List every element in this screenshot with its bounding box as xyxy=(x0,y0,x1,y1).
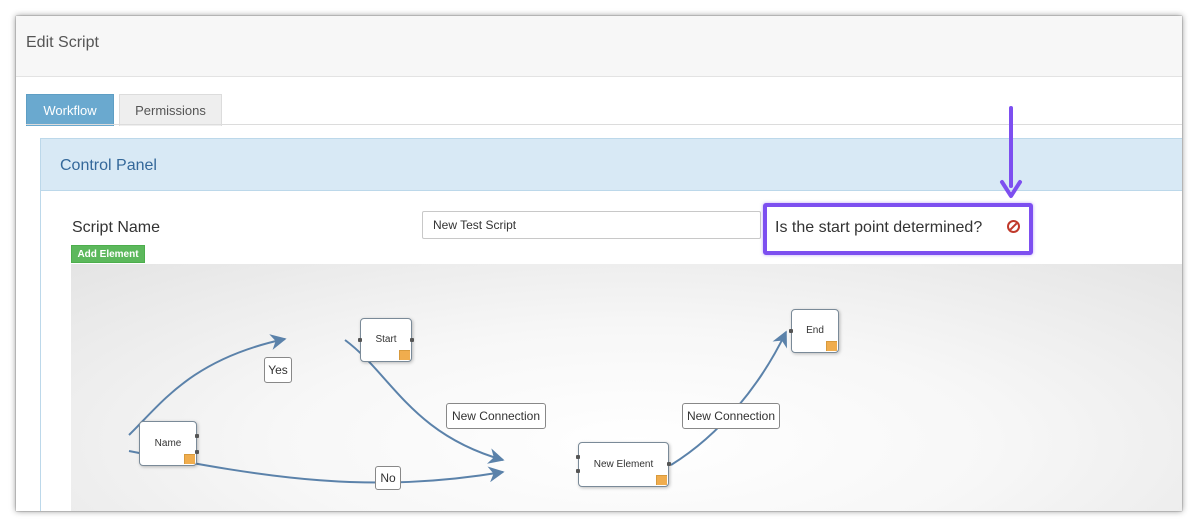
node-start[interactable]: Start xyxy=(358,318,414,362)
node-port[interactable] xyxy=(667,462,671,466)
connection-label-new-connection-1[interactable]: New Connection xyxy=(446,403,546,429)
start-point-question: Is the start point determined? xyxy=(775,219,983,236)
script-name-input[interactable] xyxy=(422,211,761,239)
node-port[interactable] xyxy=(358,338,362,342)
tab-permissions[interactable]: Permissions xyxy=(119,94,222,126)
node-new-element-label: New Element xyxy=(593,458,654,470)
node-new-element[interactable]: New Element xyxy=(576,442,671,487)
connection-label-new-connection-2[interactable]: New Connection xyxy=(682,403,780,429)
window-title: Edit Script xyxy=(26,34,99,51)
node-port[interactable] xyxy=(576,469,580,473)
control-panel-title: Control Panel xyxy=(60,157,157,174)
tab-workflow[interactable]: Workflow xyxy=(26,94,114,126)
node-port[interactable] xyxy=(410,338,414,342)
node-name[interactable]: Name xyxy=(139,421,199,466)
add-element-button[interactable]: Add Element xyxy=(71,245,145,263)
node-port[interactable] xyxy=(195,450,199,454)
prohibited-icon xyxy=(1007,220,1020,233)
node-end[interactable]: End xyxy=(789,309,839,353)
edit-script-window: Edit Script Workflow Permissions Control… xyxy=(16,16,1182,511)
connection-new-element-to-end-line xyxy=(670,330,787,466)
control-panel: Control Panel Script Name Add Element Is… xyxy=(40,138,1182,511)
script-name-label: Script Name xyxy=(72,219,161,236)
node-port[interactable] xyxy=(195,434,199,438)
control-panel-header: Control Panel xyxy=(41,139,1182,191)
workflow-canvas[interactable]: Name Start New Element End xyxy=(71,264,1182,511)
node-name-label: Name xyxy=(154,437,182,449)
node-port[interactable] xyxy=(576,455,580,459)
start-point-status: Is the start point determined? xyxy=(763,203,1033,255)
node-resize-handle[interactable] xyxy=(826,341,837,351)
node-resize-handle[interactable] xyxy=(399,350,410,360)
tab-divider xyxy=(26,124,1182,125)
node-end-label: End xyxy=(806,325,824,336)
node-port[interactable] xyxy=(789,329,793,333)
title-bar: Edit Script xyxy=(16,16,1182,77)
node-resize-handle[interactable] xyxy=(656,475,667,485)
node-resize-handle[interactable] xyxy=(184,454,195,464)
connection-label-no[interactable]: No xyxy=(375,466,401,490)
connection-label-yes[interactable]: Yes xyxy=(264,357,292,383)
node-start-label: Start xyxy=(375,334,397,345)
